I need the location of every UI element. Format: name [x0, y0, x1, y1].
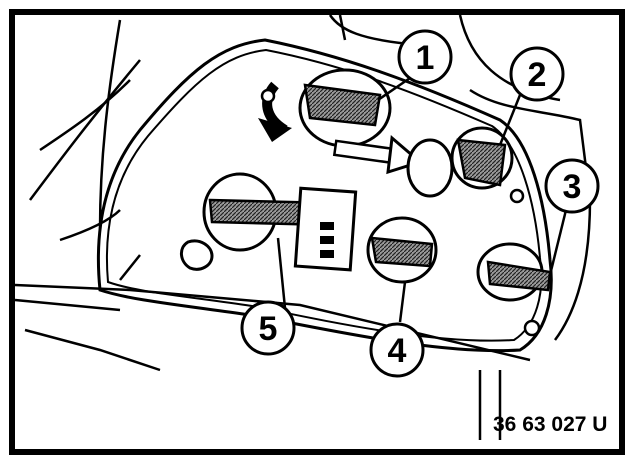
leader-lines	[276, 76, 568, 323]
bulb-socket-3	[476, 242, 552, 337]
bulb-socket-2	[450, 126, 525, 204]
bulb-socket-4	[366, 216, 438, 284]
callout-2-label: 2	[528, 56, 547, 94]
callout-1-label: 1	[416, 39, 435, 77]
outer-border	[9, 9, 625, 455]
callout-5-label: 5	[259, 310, 278, 348]
pull-arrow	[332, 135, 454, 198]
callout-2: 2	[509, 46, 565, 102]
callout-4: 4	[369, 322, 425, 378]
callout-3: 3	[544, 158, 600, 214]
reference-code: 36 63 027 U	[493, 413, 607, 436]
callout-3-label: 3	[563, 168, 582, 206]
bulb-socket-5	[180, 172, 358, 272]
callout-1: 1	[397, 29, 453, 85]
callout-5: 5	[240, 300, 296, 356]
callout-4-label: 4	[388, 332, 407, 370]
bulb-holder-1	[258, 68, 392, 148]
